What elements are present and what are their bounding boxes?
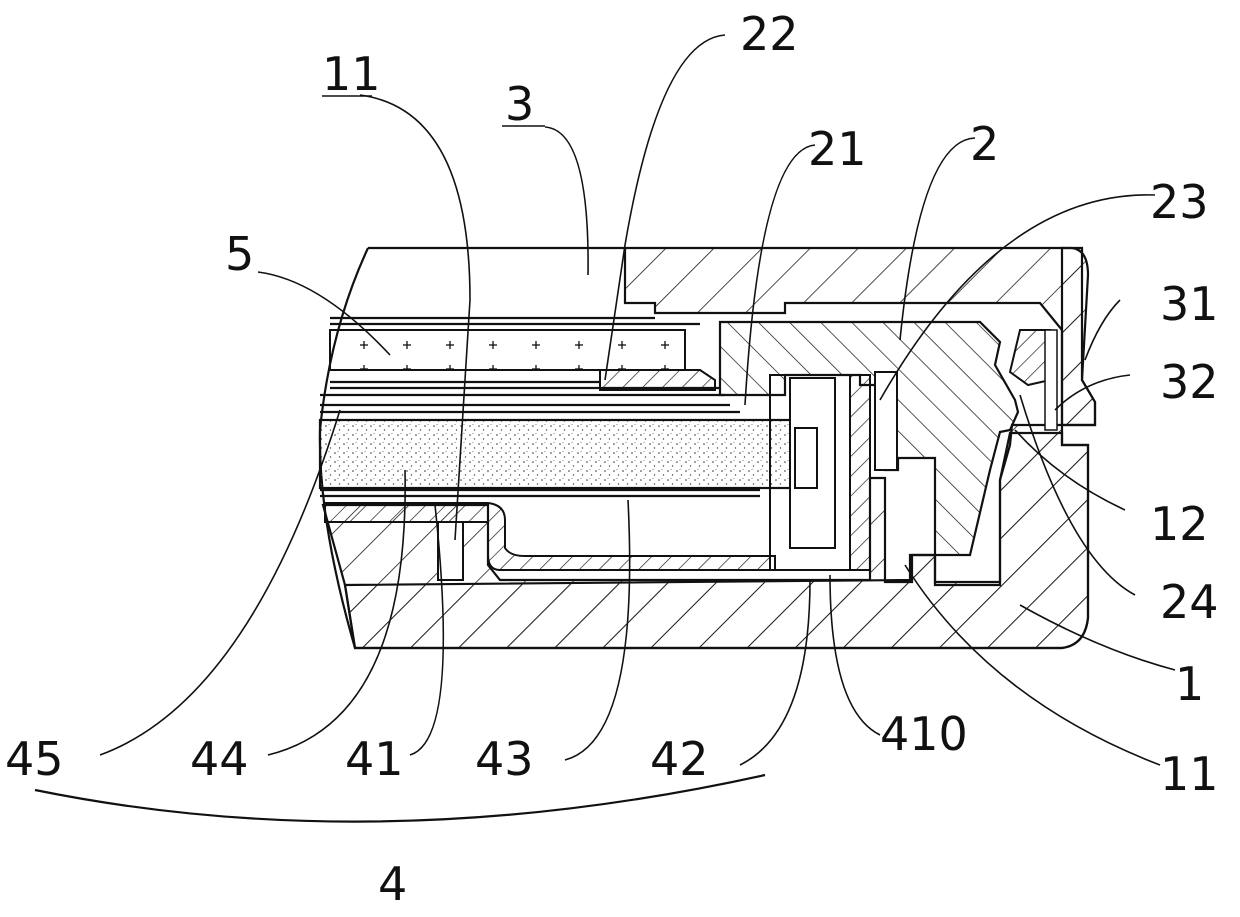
leader-45 (100, 410, 340, 755)
gap-32 (1045, 330, 1057, 430)
part-22 (600, 370, 715, 390)
label-44: 44 (190, 732, 249, 786)
chip-42-inner (795, 428, 817, 488)
pillar-11-left (438, 522, 463, 580)
leader-2 (900, 138, 975, 340)
latch-32 (1010, 330, 1050, 385)
label-11-top: 11 (322, 47, 381, 101)
label-5: 5 (225, 227, 254, 281)
leader-31 (1085, 300, 1120, 360)
label-410: 410 (880, 707, 968, 761)
post-right (875, 372, 897, 470)
label-45: 45 (5, 732, 64, 786)
label-2: 2 (970, 117, 999, 171)
component-410 (850, 375, 870, 570)
label-31: 31 (1160, 277, 1219, 331)
label-1: 1 (1175, 657, 1204, 711)
label-43: 43 (475, 732, 534, 786)
label-42: 42 (650, 732, 709, 786)
leader-22 (605, 35, 725, 380)
label-11-bottom: 11 (1160, 747, 1219, 801)
label-24: 24 (1160, 575, 1219, 629)
label-23: 23 (1150, 175, 1209, 229)
label-12: 12 (1150, 497, 1209, 551)
label-4: 4 (378, 857, 407, 911)
component-44 (320, 420, 795, 488)
leader-3 (545, 127, 588, 275)
layer-5 (330, 330, 685, 370)
label-22: 22 (740, 7, 799, 61)
label-3: 3 (505, 77, 534, 131)
label-41: 41 (345, 732, 404, 786)
label-21: 21 (808, 122, 867, 176)
label-32: 32 (1160, 355, 1219, 409)
